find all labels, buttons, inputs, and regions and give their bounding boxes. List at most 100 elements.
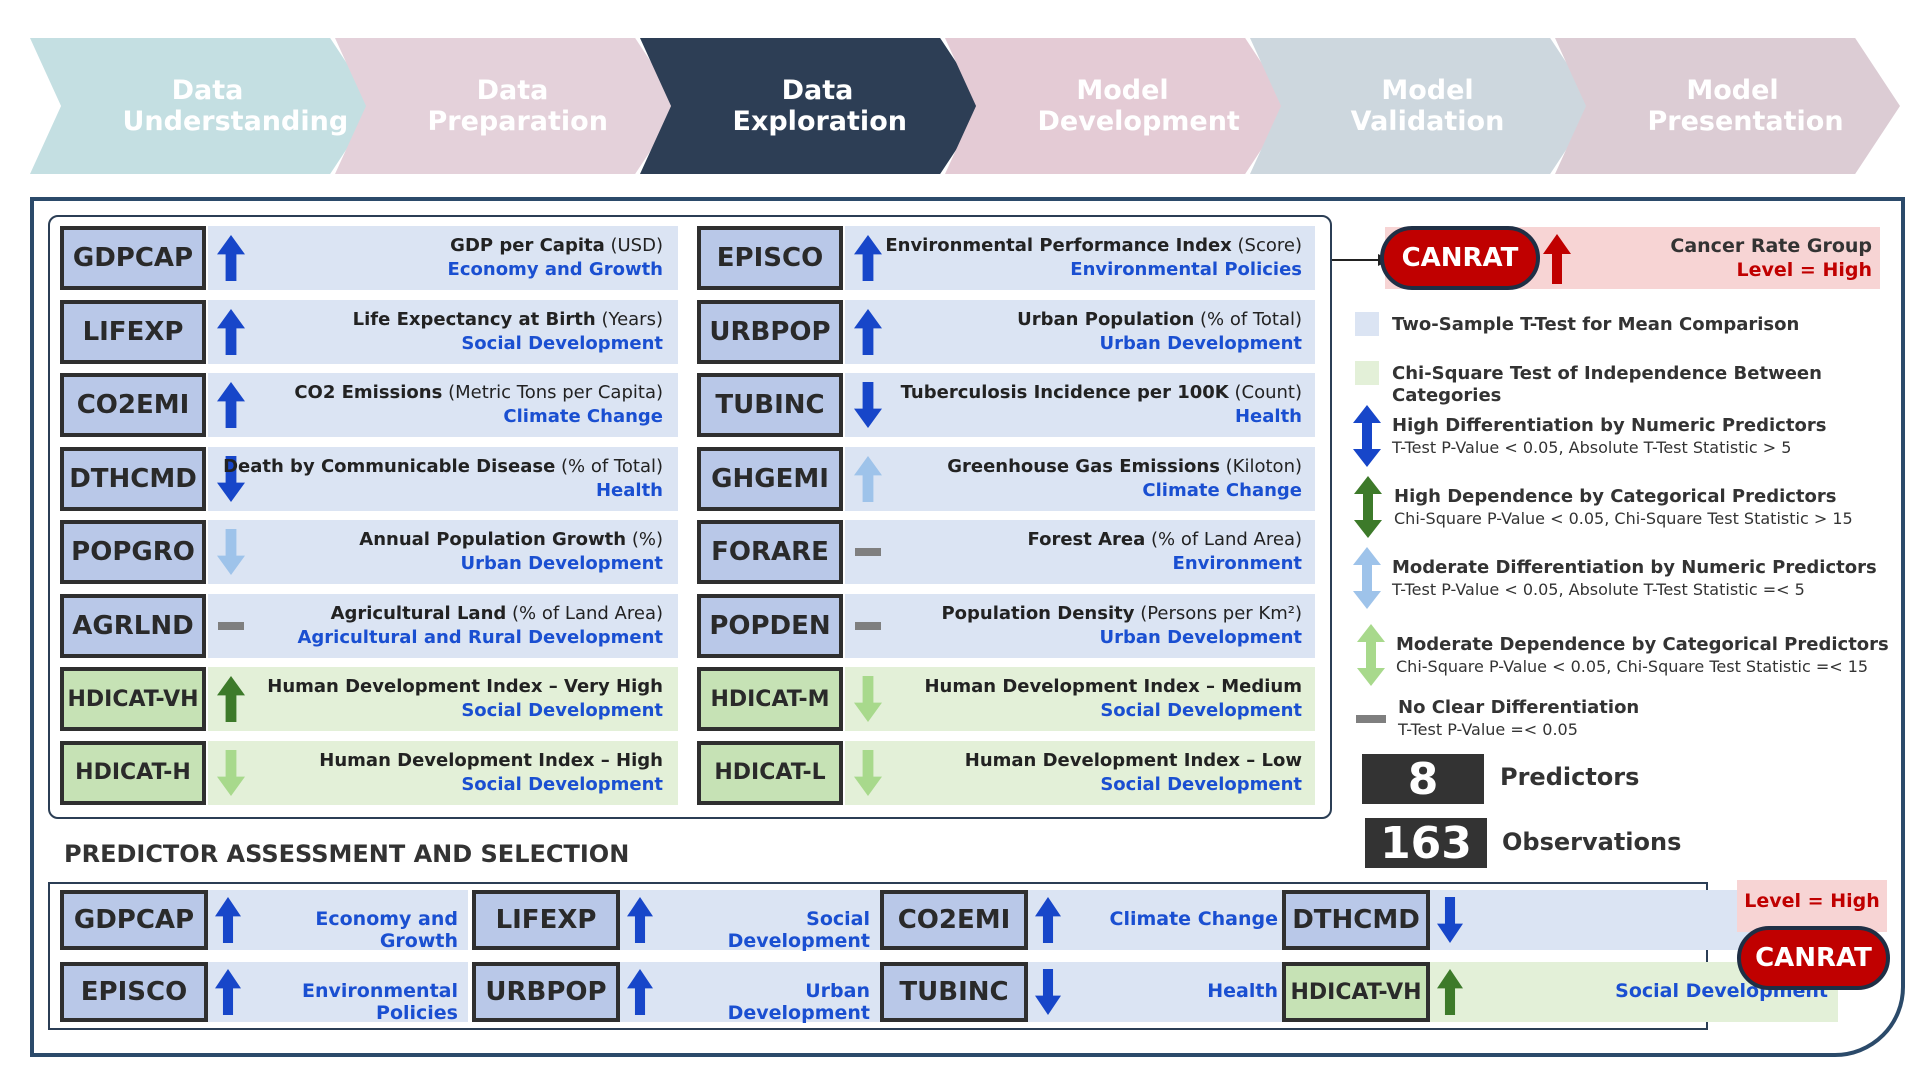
selection-bar [618, 962, 880, 1022]
predictor-name-line: Forest Area (% of Land Area) [862, 528, 1302, 552]
legend-item-4: Moderate Dependence by Categorical Predi… [1396, 634, 1889, 678]
observations-count: 163 [1365, 818, 1487, 869]
up-arrow-icon [1437, 969, 1463, 1015]
target-description: Cancer Rate Group Level = High [1600, 234, 1872, 282]
ttest-legend-label: Two-Sample T-Test for Mean Comparison [1392, 314, 1800, 335]
predictor-name: Forest Area [1027, 529, 1146, 550]
selection-category: Climate Change [1109, 908, 1278, 930]
predictor-name: Life Expectancy at Birth [352, 308, 596, 330]
predictor-category: Urban Development [460, 553, 664, 574]
predictor-name-line: Death by Communicable Disease (% of Tota… [223, 455, 663, 479]
pipeline-step-label: Data Exploration [732, 75, 907, 137]
predictor-name-line: Human Development Index – High [223, 749, 663, 773]
predictor-unit: (Score) [1237, 235, 1302, 256]
legend-item-2: High Dependence by Categorical Predictor… [1394, 486, 1853, 530]
predictor-name-line: Human Development Index – Medium [862, 675, 1302, 699]
predictor-name-line: GDP per Capita (USD) [223, 234, 663, 258]
predictor-code-dthcmd: DTHCMD [60, 446, 206, 511]
pipeline-step-3: Data Exploration [640, 38, 985, 174]
predictor-code-ghgemi: GHGEMI [697, 446, 843, 511]
target-level: Level = High [1736, 259, 1872, 281]
predictor-name: Death by Communicable Disease [223, 455, 556, 477]
predictor-code-urbpop: URBPOP [697, 299, 843, 364]
selection-bar [206, 890, 468, 950]
predictor-name: CO2 Emissions [294, 382, 443, 403]
predictor-bar [845, 740, 1315, 805]
predictor-description: Forest Area (% of Land Area)Environment [862, 528, 1302, 576]
predictor-description: Life Expectancy at Birth (Years)Social D… [223, 308, 663, 356]
predictor-description: Environmental Performance Index (Score)E… [862, 234, 1302, 282]
predictor-bar [845, 520, 1315, 584]
pipeline-step-2: Data Preparation [335, 38, 680, 174]
selection-canrat-badge: CANRAT [1737, 926, 1890, 990]
predictor-name-line: Annual Population Growth (%) [223, 528, 663, 552]
predictor-code-popden: POPDEN [697, 593, 843, 658]
predictor-name: Tuberculosis Incidence per 100K [900, 382, 1229, 403]
chisq-legend-label: Chi-Square Test of Independence Between … [1392, 363, 1822, 406]
up-arrow-icon [627, 969, 653, 1015]
predictor-name: Human Development Index – High [319, 749, 663, 771]
predictor-category: Urban Development [1099, 332, 1303, 354]
legend-item-3: Moderate Differentiation by Numeric Pred… [1392, 557, 1877, 601]
selection-title: PREDICTOR ASSESSMENT AND SELECTION [64, 840, 630, 868]
predictor-name: GDP per Capita [450, 235, 605, 256]
selection-category: Environmental Policies [302, 980, 458, 1024]
selection-category: Urban Development [727, 980, 870, 1024]
up-arrow-icon [854, 235, 882, 281]
predictor-name: Greenhouse Gas Emissions [947, 455, 1220, 477]
predictor-name: Agricultural Land [330, 602, 507, 624]
up-arrow-icon [215, 897, 241, 943]
selection-category: Health [1207, 980, 1278, 1002]
no-differentiation-icon [1356, 715, 1386, 723]
predictor-category: Health [595, 479, 663, 501]
predictor-code-popgro: POPGRO [60, 520, 206, 584]
predictor-name-line: Greenhouse Gas Emissions (Kiloton) [862, 455, 1302, 479]
predictor-category: Climate Change [503, 406, 663, 427]
predictor-unit: (Years) [601, 308, 663, 330]
predictor-description: Urban Population (% of Total)Urban Devel… [862, 308, 1302, 356]
down-arrow-icon [217, 455, 245, 502]
selection-bar [206, 962, 468, 1022]
selection-code-gdpcap: GDPCAP [60, 890, 208, 950]
target-canrat-badge: CANRAT [1380, 226, 1540, 290]
predictor-description: Annual Population Growth (%)Urban Develo… [223, 528, 663, 576]
pipeline-step-label: Data Preparation [427, 75, 608, 137]
predictor-category: Social Development [1100, 700, 1302, 721]
down-arrow-icon [1437, 897, 1463, 943]
predictor-code-forare: FORARE [697, 520, 843, 584]
predictor-description: Greenhouse Gas Emissions (Kiloton)Climat… [862, 455, 1302, 503]
predictor-bar [208, 299, 678, 364]
selection-bar [618, 890, 880, 950]
predictor-name-line: Human Development Index – Very High [223, 675, 663, 699]
predictor-unit: (% of Total) [1200, 308, 1302, 330]
main-frame [30, 197, 1905, 1057]
predictor-code-lifexp: LIFEXP [60, 299, 206, 364]
selection-category: Social Development [727, 908, 870, 952]
predictor-description: Death by Communicable Disease (% of Tota… [223, 455, 663, 503]
predictor-code-hdicat-m: HDICAT-M [697, 667, 843, 731]
predictor-name: Human Development Index – Medium [924, 676, 1302, 697]
legend-title: Moderate Differentiation by Numeric Pred… [1392, 557, 1877, 578]
predictor-category: Social Development [461, 773, 663, 795]
predictor-bar [845, 373, 1315, 437]
selection-level: Level = High [1744, 890, 1880, 912]
chisq-swatch [1355, 361, 1379, 385]
legend-sub: Chi-Square P-Value < 0.05, Chi-Square Te… [1396, 657, 1869, 676]
predictor-category: Health [1234, 406, 1302, 427]
observations-label: Observations [1502, 828, 1682, 856]
legend-title: Moderate Dependence by Categorical Predi… [1396, 634, 1889, 655]
selection-code-episco: EPISCO [60, 962, 208, 1022]
pipeline-step-label: Model Validation [1350, 75, 1505, 137]
predictor-bar [208, 446, 678, 511]
selection-code-tubinc: TUBINC [880, 962, 1028, 1022]
pipeline-step-1: Data Understanding [30, 38, 375, 174]
pipeline-step-6: Model Presentation [1555, 38, 1900, 174]
predictors-count: 8 [1362, 754, 1484, 805]
predictor-unit: (Count) [1234, 382, 1303, 403]
legend-title: High Differentiation by Numeric Predicto… [1392, 415, 1827, 436]
predictor-bar [208, 373, 678, 437]
predictor-name-line: Population Density (Persons per Km²) [862, 602, 1302, 626]
